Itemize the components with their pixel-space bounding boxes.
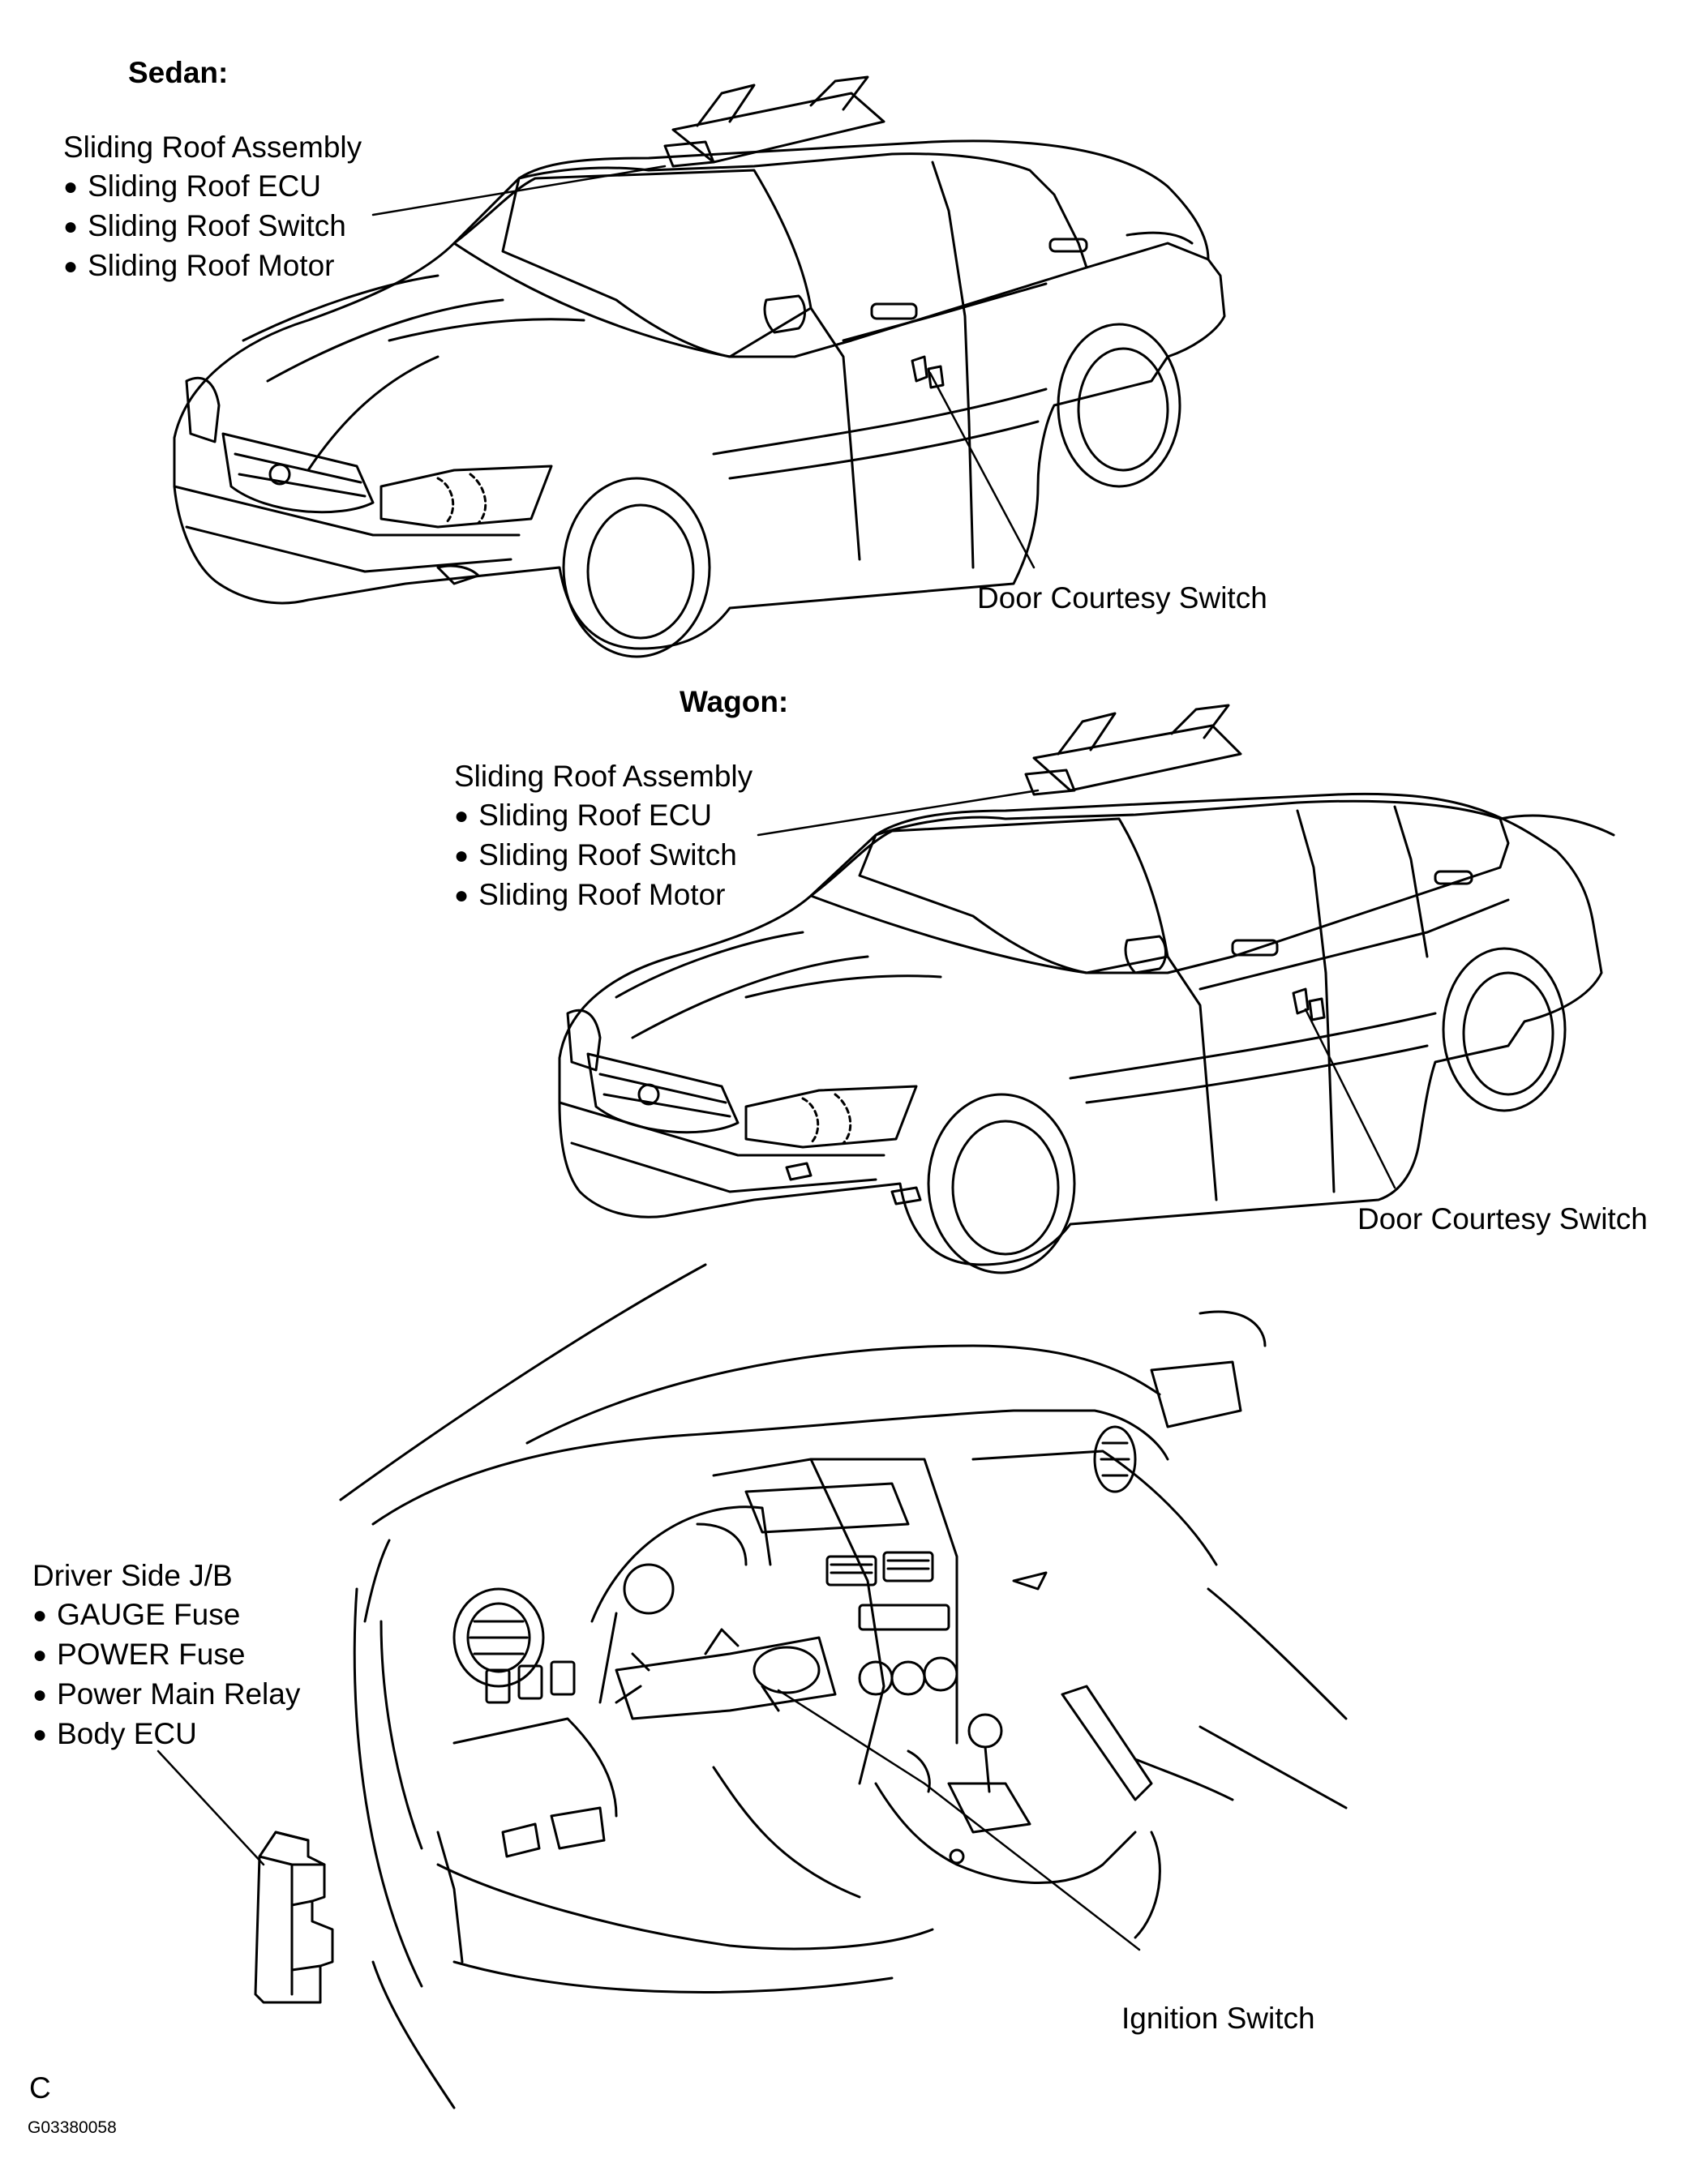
wagon-door-courtesy-switch-label: Door Courtesy Switch [1357,1202,1648,1235]
jb-item-body-ecu: Body ECU [32,1715,300,1754]
wagon-car-drawing [558,704,1615,1274]
sedan-door-courtesy-switch-label: Door Courtesy Switch [977,581,1267,615]
sedan-heading: Sedan: [128,56,229,89]
leader-lines [157,165,1396,1951]
ignition-switch-label: Ignition Switch [1121,2002,1315,2035]
sedan-sliding-roof-title: Sliding Roof Assembly [63,131,362,164]
interior-dashboard-drawing [339,1263,1348,2109]
sedan-sliding-roof-label-group: Sliding Roof Assembly Sliding Roof ECU S… [63,128,362,286]
jb-item-gauge-fuse: GAUGE Fuse [32,1595,300,1635]
junction-block-drawing [254,1831,334,2004]
driver-side-jb-label-group: Driver Side J/B GAUGE Fuse POWER Fuse Po… [32,1557,300,1754]
wagon-sliding-roof-label-group: Sliding Roof Assembly Sliding Roof ECU S… [454,757,753,915]
wagon-roof-item-switch: Sliding Roof Switch [454,836,753,876]
wagon-sliding-roof-title: Sliding Roof Assembly [454,760,753,793]
sedan-roof-item-switch: Sliding Roof Switch [63,207,362,246]
driver-side-jb-title: Driver Side J/B [32,1559,233,1592]
figure-code: G03380058 [28,2118,117,2137]
wagon-roof-item-motor: Sliding Roof Motor [454,876,753,915]
jb-item-power-main-relay: Power Main Relay [32,1675,300,1715]
sedan-roof-item-motor: Sliding Roof Motor [63,246,362,286]
footer-letter: C [29,2071,51,2105]
wagon-roof-item-ecu: Sliding Roof ECU [454,796,753,836]
sedan-car-drawing [173,75,1226,658]
sedan-roof-item-ecu: Sliding Roof ECU [63,167,362,207]
jb-item-power-fuse: POWER Fuse [32,1635,300,1675]
wagon-heading: Wagon: [680,685,789,718]
